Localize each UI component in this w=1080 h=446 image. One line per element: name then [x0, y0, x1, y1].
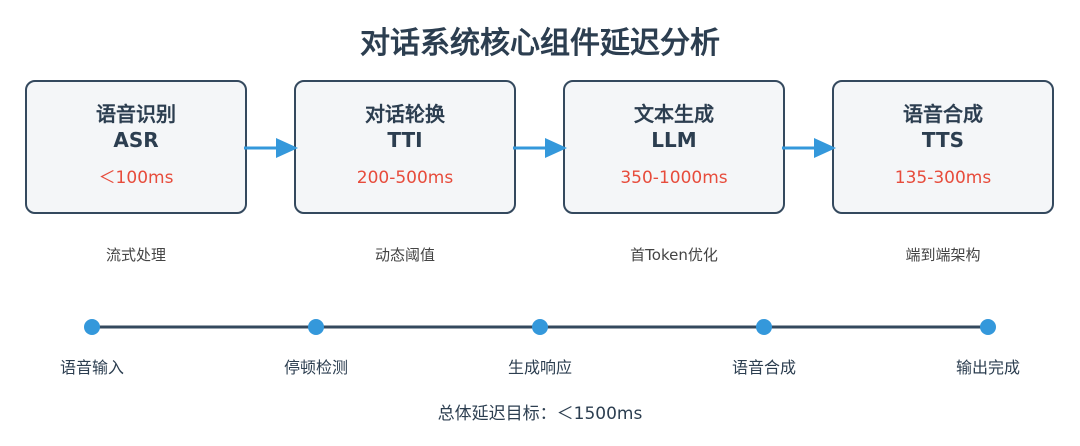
stage-note: 动态阈值	[374, 246, 435, 264]
timeline-label: 语音输入	[59, 358, 124, 377]
stage-note: 端到端架构	[905, 246, 981, 264]
timeline-dot	[756, 319, 772, 335]
flow-arrow-icon	[244, 138, 298, 158]
stage-latency: 200-500ms	[356, 168, 454, 188]
diagram-title: 对话系统核心组件延迟分析	[360, 26, 720, 61]
timeline-dot	[532, 319, 548, 335]
stage-latency: 135-300ms	[894, 168, 992, 188]
stage-abbr: LLM	[651, 128, 697, 152]
stage-abbr: TTI	[387, 128, 423, 152]
flow-arrow-icon	[513, 138, 567, 158]
stage-name: 语音识别	[96, 102, 176, 126]
stage-name: 文本生成	[634, 102, 714, 126]
total-latency-target: 总体延迟目标：＜1500ms	[437, 404, 643, 424]
stage-note: 流式处理	[105, 246, 166, 264]
timeline-dot	[84, 319, 100, 335]
stage-box-tts: 语音合成 TTS 135-300ms	[832, 80, 1054, 214]
timeline-dot	[308, 319, 324, 335]
stage-box-llm: 文本生成 LLM 350-1000ms	[563, 80, 785, 214]
stage-box-asr: 语音识别 ASR ＜100ms	[25, 80, 247, 214]
stage-abbr: TTS	[921, 128, 965, 152]
stage-latency: ＜100ms	[98, 168, 174, 188]
timeline-label: 停顿检测	[283, 358, 348, 377]
stage-note: 首Token优化	[630, 246, 718, 264]
flow-arrow-icon	[782, 138, 836, 158]
timeline-label: 生成响应	[507, 358, 572, 377]
stage-name: 对话轮换	[365, 102, 445, 126]
stage-name: 语音合成	[903, 102, 983, 126]
timeline	[84, 319, 996, 335]
stage-latency: 350-1000ms	[620, 168, 728, 188]
stage-box-tti: 对话轮换 TTI 200-500ms	[294, 80, 516, 214]
timeline-dot	[980, 319, 996, 335]
timeline-label: 语音合成	[731, 358, 796, 377]
timeline-label: 输出完成	[955, 358, 1020, 377]
stage-abbr: ASR	[113, 128, 159, 152]
